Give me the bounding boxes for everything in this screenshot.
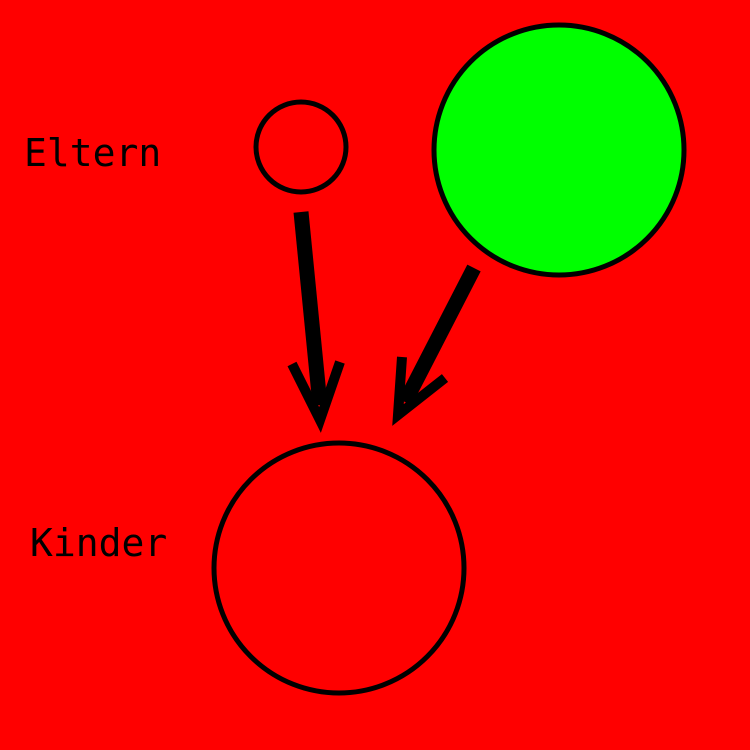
child-node [211,440,467,696]
arrow-parent-small-to-child [287,211,345,433]
arrow-parent-green-to-child [392,264,481,426]
parent-node-green [431,22,687,278]
parent-node-small [253,99,349,195]
parents-label: Eltern [24,131,162,175]
children-label: Kinder [30,521,168,565]
